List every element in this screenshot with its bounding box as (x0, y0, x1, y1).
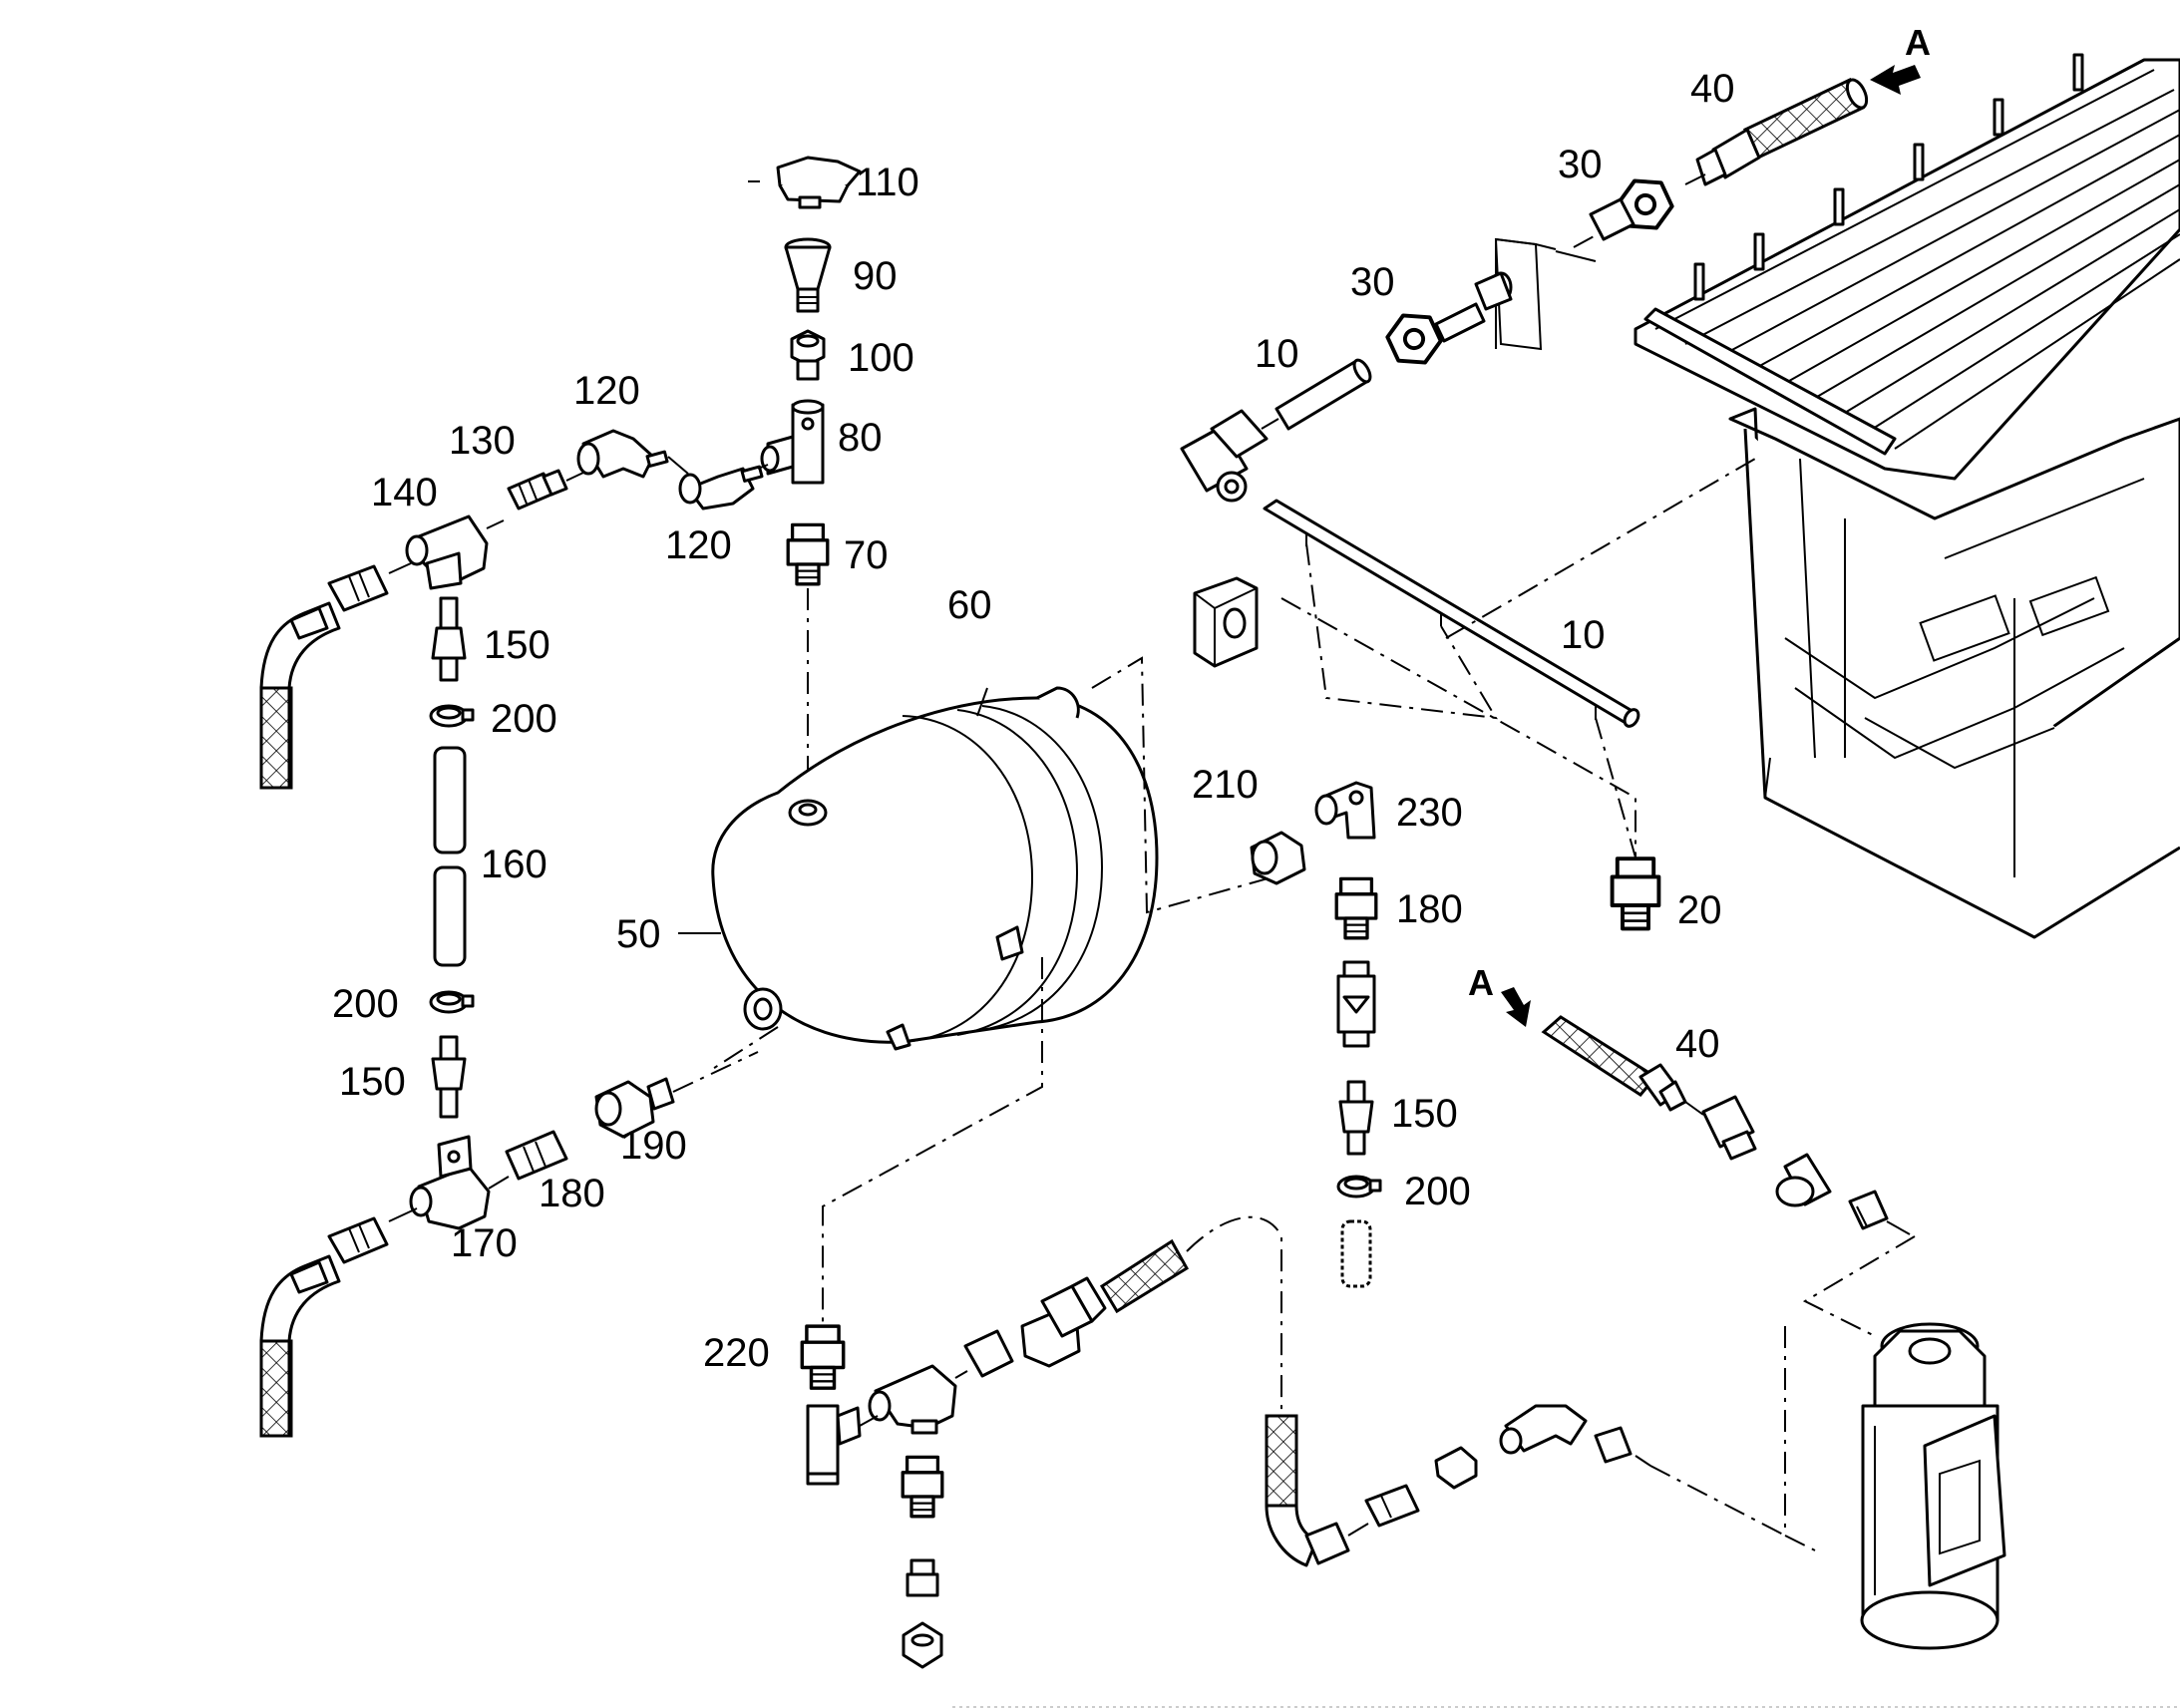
label-60: 60 (947, 583, 992, 627)
label-40-mid: 40 (1675, 1022, 1720, 1066)
fitting-icon (1610, 856, 1661, 931)
label-50: 50 (616, 912, 661, 956)
nipple-icon (327, 1207, 418, 1264)
drain-valve-icon (806, 1404, 862, 1486)
nut-icon (790, 329, 826, 381)
elbow-fitting-icon (576, 429, 669, 479)
label-140: 140 (371, 471, 438, 514)
tee-fitting-icon (760, 399, 825, 485)
pipe-icon (1263, 499, 1640, 728)
clamp-icon (429, 704, 475, 728)
marker-a-mid: A (1468, 962, 1494, 1003)
check-valve-icon (1336, 960, 1376, 1048)
nipple-icon (1684, 1095, 1757, 1161)
label-30-second: 30 (1350, 260, 1395, 304)
fitting-icon (901, 1455, 944, 1519)
label-160: 160 (481, 843, 547, 886)
barb-fitting-icon (1338, 1080, 1374, 1156)
bracket-icon (1474, 238, 1597, 311)
label-120-top: 120 (573, 369, 640, 413)
tube-icon (1340, 1219, 1372, 1288)
label-70: 70 (844, 533, 889, 577)
nut-icon (1379, 303, 1449, 375)
fitting-icon (786, 522, 830, 586)
barb-fitting-icon (431, 1035, 467, 1119)
bushing-icon (1775, 1153, 1832, 1207)
air-tank-icon (711, 686, 1159, 1051)
nipple-icon (954, 1329, 1014, 1379)
label-170: 170 (451, 1221, 518, 1265)
pipe-icon (1274, 358, 1372, 431)
label-120-bottom: 120 (665, 523, 732, 567)
nipple-icon (1848, 1190, 1911, 1235)
nut-icon (1434, 1446, 1478, 1490)
compressor-icon (1860, 1322, 2006, 1650)
tube-icon (433, 746, 467, 967)
label-130: 130 (449, 419, 516, 463)
tee-fitting-icon (405, 514, 505, 590)
label-190: 190 (620, 1124, 687, 1168)
label-40-top: 40 (1690, 67, 1735, 111)
label-20: 20 (1677, 888, 1722, 932)
clamp-block-icon (1193, 576, 1259, 668)
label-10-long: 10 (1561, 613, 1606, 657)
nipple-icon (488, 1130, 568, 1190)
label-220: 220 (703, 1331, 770, 1375)
nipple-icon (1594, 1426, 1651, 1467)
hose-icon (1040, 1238, 1190, 1338)
label-180-center: 180 (1396, 887, 1463, 931)
nut-icon (1250, 831, 1306, 885)
nipple-icon (1347, 1484, 1420, 1537)
hose-icon (1265, 1414, 1350, 1567)
arrow-icon (1870, 65, 1921, 95)
fitting-icon (800, 1324, 846, 1390)
clamp-icon (1336, 1175, 1382, 1198)
label-10-short: 10 (1255, 332, 1299, 376)
nut-icon (902, 1621, 943, 1669)
label-210: 210 (1192, 763, 1259, 807)
fitting-icon (1334, 876, 1378, 940)
label-230: 230 (1396, 791, 1463, 835)
label-30-top: 30 (1558, 143, 1603, 186)
label-90: 90 (853, 254, 898, 298)
label-200-center: 200 (1404, 1170, 1471, 1213)
elbow-fitting-icon (1314, 781, 1376, 840)
elbow-fitting-icon (1499, 1404, 1588, 1455)
plug-icon (784, 237, 832, 313)
hose-icon (259, 601, 341, 790)
plug-icon (906, 1558, 939, 1597)
elbow-fitting-icon (678, 464, 769, 511)
arrow-icon (1501, 987, 1531, 1027)
nipple-icon (327, 562, 412, 612)
label-110: 110 (856, 161, 919, 204)
label-200-top: 200 (491, 697, 557, 741)
label-150-mid: 150 (339, 1060, 406, 1104)
marker-a-top: A (1905, 22, 1931, 63)
label-200-mid: 200 (332, 982, 399, 1026)
knob-icon (776, 156, 862, 209)
radiator-frame-icon (1494, 53, 2180, 939)
part-labels: 40 30 30 10 10 20 110 90 100 80 70 60 50… (332, 67, 1735, 1375)
hose-icon (1541, 1015, 1687, 1112)
nut-icon (594, 1077, 675, 1139)
barb-fitting-icon (431, 596, 467, 682)
nipple-icon (507, 469, 584, 511)
elbow-fitting-icon (1180, 409, 1279, 503)
label-180-left: 180 (539, 1172, 605, 1215)
clamp-icon (429, 990, 475, 1014)
tee-fitting-icon (409, 1135, 491, 1230)
label-150-center: 150 (1391, 1092, 1458, 1136)
label-80: 80 (838, 416, 883, 460)
tee-fitting-icon (859, 1364, 957, 1435)
hose-icon (259, 1254, 341, 1438)
label-100: 100 (848, 336, 914, 380)
label-150-top: 150 (484, 623, 550, 667)
